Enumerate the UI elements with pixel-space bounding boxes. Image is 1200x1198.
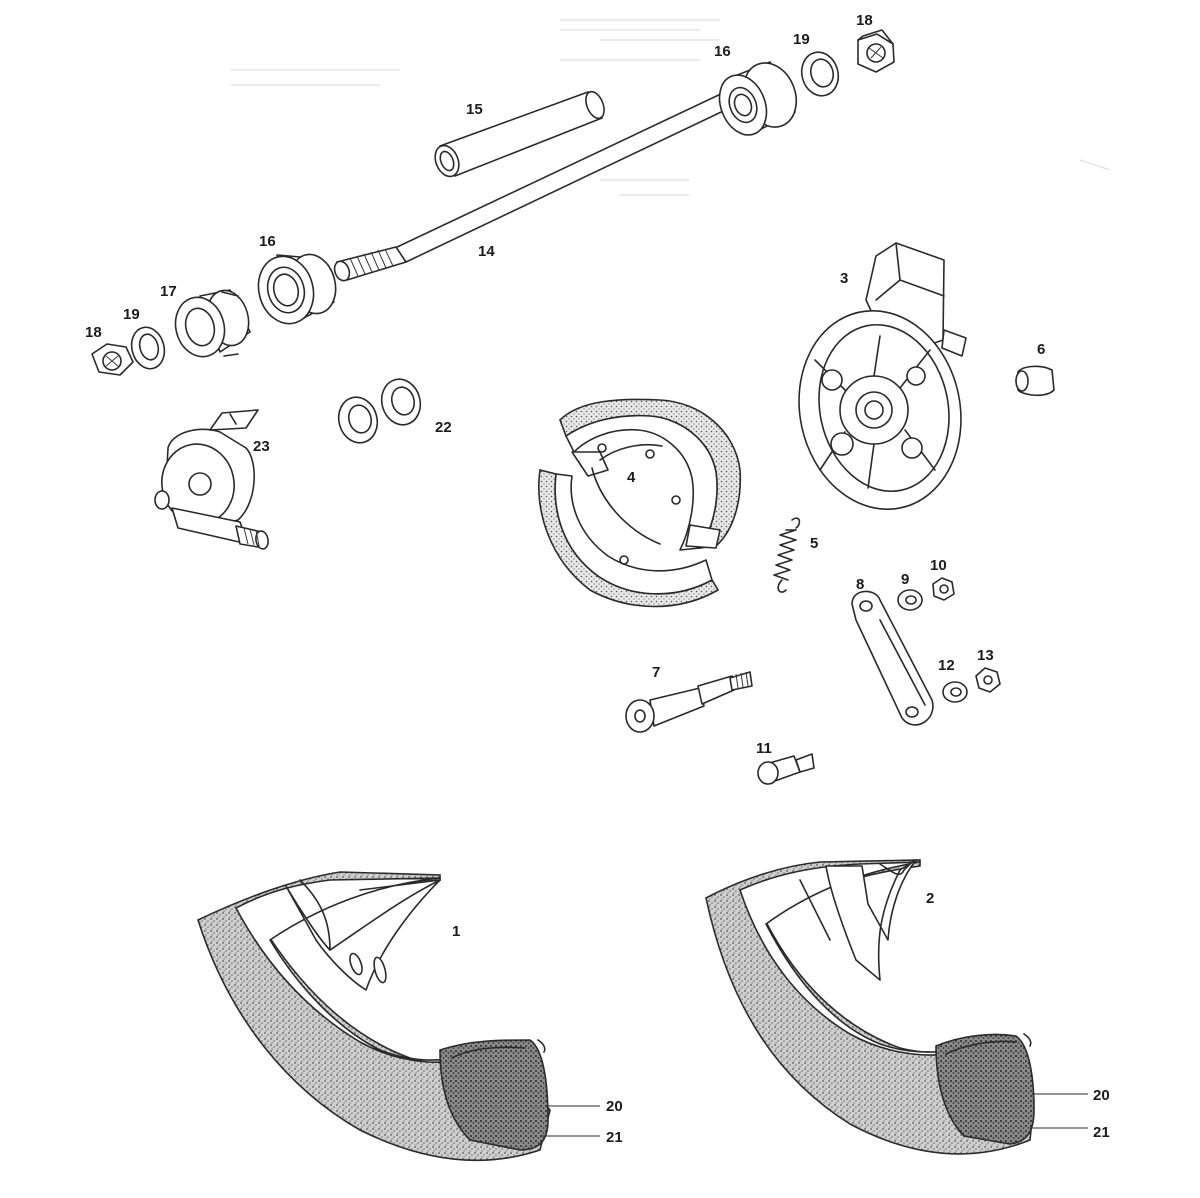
label-part-14: 14 bbox=[478, 243, 495, 260]
label-part-15: 15 bbox=[466, 101, 483, 118]
label-part-16-upper: 16 bbox=[714, 43, 731, 60]
part-4-brake-shoes bbox=[538, 398, 742, 608]
part-11-pin bbox=[757, 753, 815, 785]
label-part-19-upper: 19 bbox=[793, 31, 810, 48]
part-13-nut bbox=[975, 667, 1001, 693]
label-part-4: 4 bbox=[627, 469, 636, 486]
label-part-21-left: 21 bbox=[606, 1129, 623, 1146]
label-part-20-left: 20 bbox=[606, 1098, 623, 1115]
part-1-wheel-left bbox=[197, 871, 551, 1162]
label-part-20-right: 20 bbox=[1093, 1087, 1110, 1104]
label-part-16-lower: 16 bbox=[259, 233, 276, 250]
part-8-lever bbox=[851, 590, 934, 726]
part-2-wheel-right bbox=[705, 859, 1035, 1155]
part-22-shims bbox=[337, 378, 422, 444]
part-19-washer-upper bbox=[800, 51, 840, 97]
label-part-2: 2 bbox=[926, 890, 934, 907]
label-part-1: 1 bbox=[452, 923, 460, 940]
part-15-spacer-tube bbox=[434, 90, 605, 178]
label-part-18-lower: 18 bbox=[85, 324, 102, 341]
part-labels: 1 2 3 4 5 6 7 8 9 10 11 12 13 14 15 16 1… bbox=[85, 12, 1110, 1146]
label-part-17: 17 bbox=[160, 283, 177, 300]
part-10-nut bbox=[932, 577, 955, 601]
part-5-spring bbox=[773, 517, 801, 593]
part-12-washer bbox=[942, 681, 968, 703]
label-part-23: 23 bbox=[253, 438, 270, 455]
part-16-bearing-lower bbox=[257, 253, 337, 325]
label-part-6: 6 bbox=[1037, 341, 1045, 358]
label-part-18-upper: 18 bbox=[856, 12, 873, 29]
part-9-washer bbox=[897, 589, 923, 611]
label-part-7: 7 bbox=[652, 664, 660, 681]
label-part-13: 13 bbox=[977, 647, 994, 664]
part-16-bearing-upper bbox=[718, 61, 798, 136]
label-part-12: 12 bbox=[938, 657, 955, 674]
part-19-washer-lower bbox=[130, 326, 166, 370]
part-14-axle bbox=[333, 91, 739, 282]
leader-lines bbox=[540, 1093, 1088, 1137]
label-part-22: 22 bbox=[435, 419, 452, 436]
label-part-5: 5 bbox=[810, 535, 818, 552]
label-part-9: 9 bbox=[901, 571, 909, 588]
label-part-11: 11 bbox=[756, 740, 772, 757]
part-18-nut-upper bbox=[857, 29, 895, 73]
label-part-10: 10 bbox=[930, 557, 947, 574]
label-part-3: 3 bbox=[840, 270, 848, 287]
label-part-8: 8 bbox=[856, 576, 864, 593]
background-marks bbox=[230, 19, 1111, 196]
part-6-cap bbox=[1015, 365, 1055, 397]
label-part-19-lower: 19 bbox=[123, 306, 140, 323]
label-part-21-right: 21 bbox=[1093, 1124, 1110, 1141]
part-23-speedo-drive bbox=[154, 409, 269, 550]
part-17-bush bbox=[174, 289, 251, 358]
part-7-cam-spindle bbox=[625, 671, 753, 733]
part-3-brake-plate bbox=[798, 242, 967, 511]
part-18-nut-lower bbox=[91, 343, 134, 376]
